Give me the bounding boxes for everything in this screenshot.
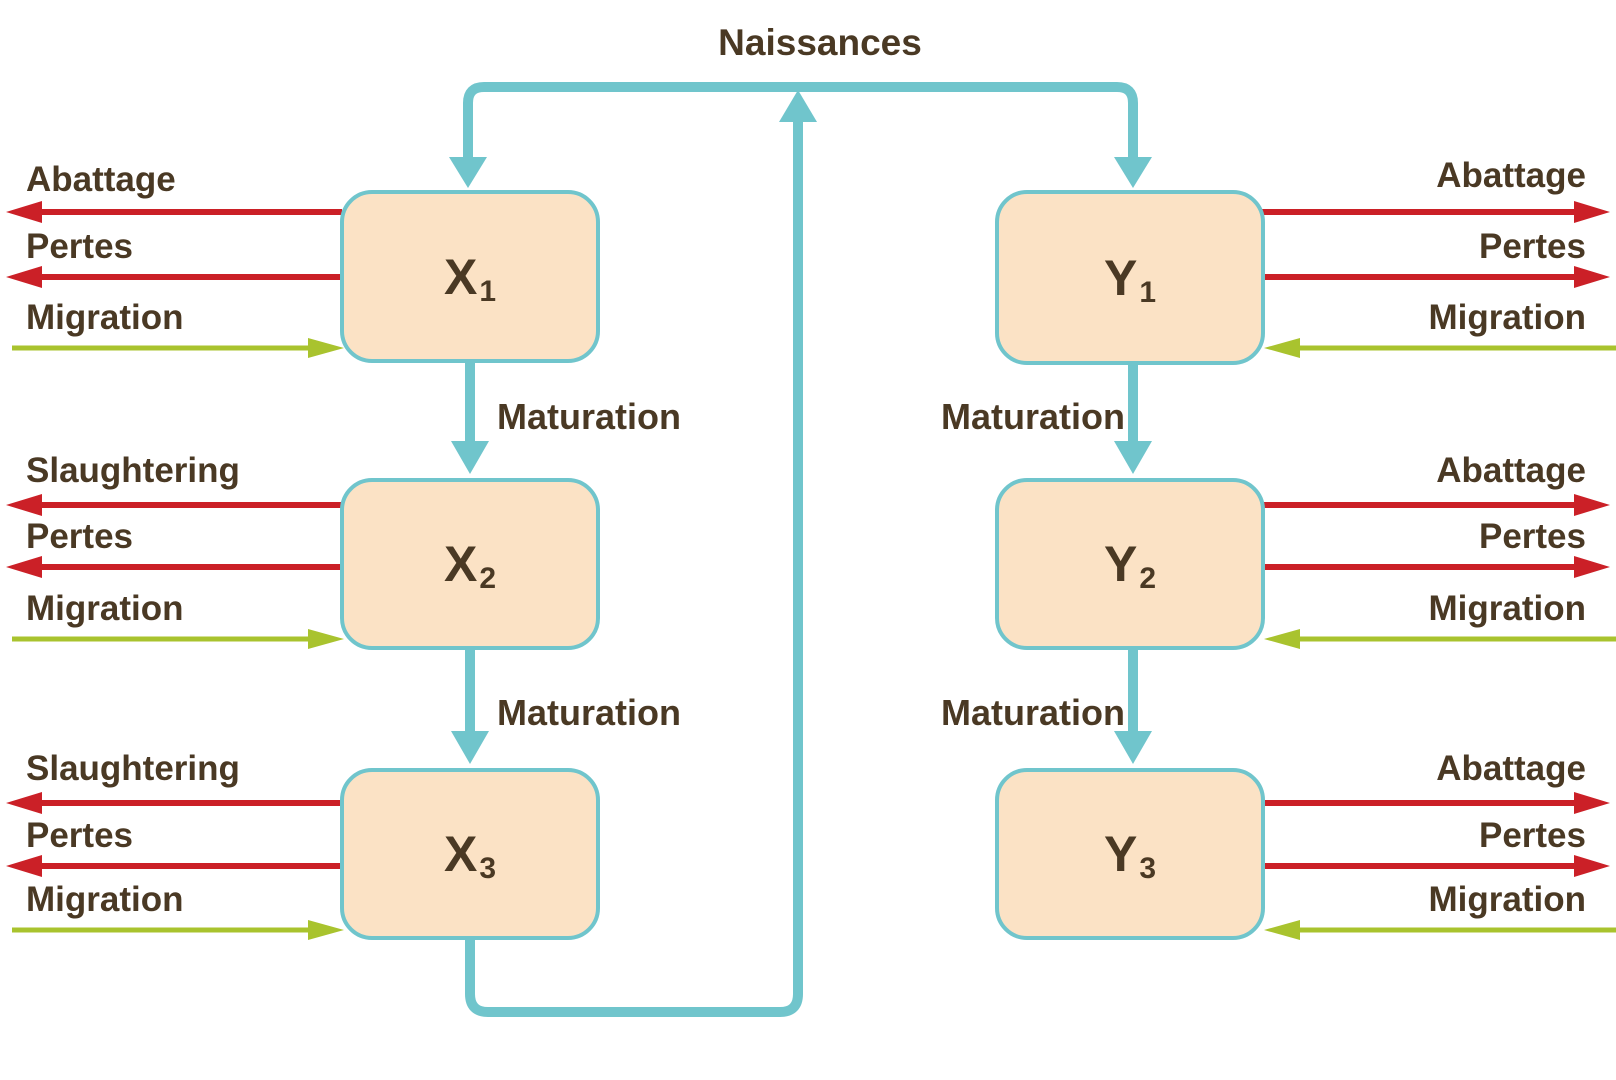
flow-label-y1-abattage: Abattage [1436,156,1586,195]
naissances-flow-path [449,82,1152,1017]
arrow-right-icon [1574,201,1610,223]
flow-label-x3-migration: Migration [26,880,184,919]
flow-label-x3-slaughtering: Slaughtering [26,749,240,788]
arrow-down-y2-y3-icon [1114,731,1152,764]
flow-label-x3-pertes: Pertes [26,816,134,855]
flow-label-y3-migration: Migration [1428,880,1586,919]
arrow-down-y1-y2-icon [1114,441,1152,474]
arrow-left-icon [1264,629,1300,649]
box-x2-label: X [443,536,478,592]
flow-label-x1-migration: Migration [26,298,184,337]
box-y3-label: Y [1103,826,1138,882]
arrow-left-icon [6,266,42,288]
maturation-label-y2-y3: Maturation [941,692,1125,733]
flow-label-y3-abattage: Abattage [1436,749,1586,788]
naissances-label: Naissances [718,22,922,63]
flow-label-x1-pertes: Pertes [26,227,134,266]
arrow-down-into-x1-icon [449,157,487,188]
arrow-left-icon [6,556,42,578]
arrow-down-into-y1-icon [1114,157,1152,188]
box-x3-subscript: 3 [479,852,497,885]
box-y1-subscript: 1 [1139,275,1157,309]
arrow-down-x1-x2-icon [451,441,489,474]
flow-label-x2-pertes: Pertes [26,517,134,556]
inflow-arrows-right [1264,338,1616,940]
arrow-right-icon [1574,266,1610,288]
outflow-arrows-left [6,201,342,877]
arrow-down-x2-x3-icon [451,731,489,764]
arrow-right-icon [308,629,344,649]
arrow-left-icon [6,792,42,814]
box-x2-subscript: 2 [479,562,497,595]
outflow-arrows-right [1262,201,1610,877]
arrow-up-naissances-icon [779,90,817,122]
arrow-right-icon [308,920,344,940]
flow-label-y1-migration: Migration [1428,298,1586,337]
flow-label-y1-pertes: Pertes [1478,227,1586,266]
arrow-left-icon [6,494,42,516]
arrow-right-icon [308,338,344,358]
arrow-right-icon [1574,792,1610,814]
arrow-left-icon [6,855,42,877]
box-y3-subscript: 3 [1139,852,1157,885]
maturation-label-y1-y2: Maturation [941,396,1125,437]
maturation-arrows-left [451,363,489,764]
box-y2-label: Y [1103,536,1138,592]
maturation-label-x2-x3: Maturation [497,692,681,733]
box-x1-subscript: 1 [479,274,497,308]
inflow-arrows-left [12,338,344,940]
flow-label-x1-abattage: Abattage [26,160,176,199]
box-y2-subscript: 2 [1139,562,1157,595]
arrow-left-icon [1264,920,1300,940]
box-y1-label: Y [1103,249,1138,306]
box-x3-label: X [443,826,478,882]
flow-label-y2-abattage: Abattage [1436,451,1586,490]
arrow-left-icon [6,201,42,223]
maturation-arrows-right [1114,365,1152,764]
flow-label-y3-pertes: Pertes [1478,816,1586,855]
flow-label-x2-migration: Migration [26,589,184,628]
maturation-label-x1-x2: Maturation [497,396,681,437]
box-x1-label: X [443,248,478,305]
arrow-right-icon [1574,494,1610,516]
arrow-right-icon [1574,556,1610,578]
flow-label-y2-migration: Migration [1428,589,1586,628]
flow-label-y2-pertes: Pertes [1478,517,1586,556]
arrow-right-icon [1574,855,1610,877]
arrow-left-icon [1264,338,1300,358]
flow-label-x2-slaughtering: Slaughtering [26,451,240,490]
